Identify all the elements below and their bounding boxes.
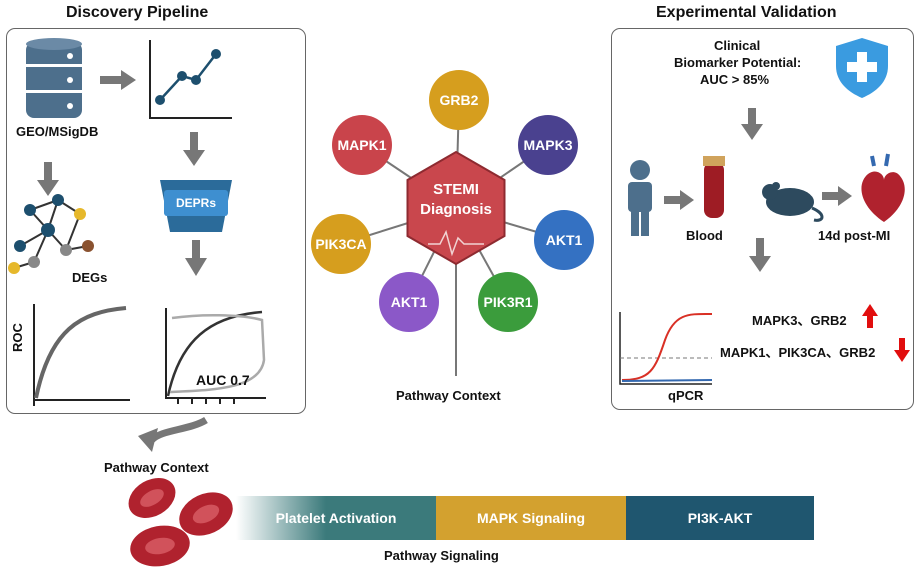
auc-plot bbox=[165, 308, 266, 404]
db-label: GEO/MSigDB bbox=[16, 124, 99, 139]
hub-center-subtitle: Diagnosis bbox=[420, 201, 492, 218]
gene-node bbox=[518, 115, 578, 175]
filter-icon bbox=[160, 180, 232, 232]
arrow-down-icon bbox=[741, 108, 763, 140]
clinical-line-1: Clinical bbox=[714, 38, 761, 53]
mouse-icon bbox=[762, 182, 824, 222]
clinical-line-2: Biomarker Potential: bbox=[674, 55, 802, 70]
validation-title: Experimental Validation bbox=[656, 4, 837, 21]
gene-node bbox=[429, 70, 489, 130]
line-chart-icon bbox=[149, 40, 232, 119]
down-arrow-icon bbox=[894, 338, 910, 362]
arrow-right-icon bbox=[664, 190, 694, 210]
gene-node-label: MAPK1 bbox=[337, 137, 386, 153]
gene-node bbox=[332, 115, 392, 175]
gene-node bbox=[478, 272, 538, 332]
segment-pi3k-akt: PI3K-AKT bbox=[626, 496, 814, 540]
gene-node-label: PIK3CA bbox=[315, 236, 366, 252]
blood-label: Blood bbox=[686, 228, 723, 243]
hub-center-title: STEMI bbox=[433, 181, 479, 198]
hub-caption: Pathway Context bbox=[396, 388, 501, 403]
hub-center-hexagon bbox=[406, 150, 506, 266]
curved-arrow-icon bbox=[138, 416, 208, 452]
blood-tube-icon bbox=[703, 156, 725, 218]
arrow-right-icon bbox=[822, 186, 852, 206]
gene-node-label: GRB2 bbox=[440, 92, 479, 108]
arrow-down-icon bbox=[183, 132, 205, 166]
pathway-caption: Pathway Signaling bbox=[384, 548, 499, 563]
gene-node-label: AKT1 bbox=[546, 232, 583, 248]
person-icon bbox=[628, 160, 652, 236]
gene-node-label: MAPK3 bbox=[523, 137, 572, 153]
ecg-trace bbox=[428, 229, 484, 257]
arrow-down-icon bbox=[749, 238, 771, 272]
up-arrow-icon bbox=[862, 304, 878, 328]
filter-label: DEPRs bbox=[176, 196, 217, 210]
segment-mapk-signaling: MAPK Signaling bbox=[436, 496, 626, 540]
clinical-line-3: AUC > 85% bbox=[700, 72, 769, 87]
discovery-title: Discovery Pipeline bbox=[66, 4, 209, 21]
degs-label: DEGs bbox=[72, 270, 108, 285]
auc-label: AUC 0.7 bbox=[196, 372, 250, 388]
up-genes-label: MAPK3、GRB2 bbox=[752, 313, 847, 328]
context-label: Pathway Context bbox=[104, 460, 209, 475]
gene-node bbox=[311, 214, 371, 274]
database-icon bbox=[26, 38, 82, 118]
gene-node bbox=[379, 272, 439, 332]
arrow-down-icon bbox=[185, 240, 207, 276]
down-genes-label: MAPK1、PIK3CA、GRB2 bbox=[720, 345, 876, 360]
roc-plot bbox=[33, 304, 130, 406]
gene-node-label: AKT1 bbox=[391, 294, 428, 310]
qpcr-plot bbox=[619, 312, 713, 385]
shield-cross-icon bbox=[836, 38, 888, 98]
arrow-right-icon bbox=[100, 70, 136, 90]
arrow-down-icon bbox=[37, 162, 59, 196]
gene-node-label: PIK3R1 bbox=[483, 294, 532, 310]
qpcr-label: qPCR bbox=[668, 388, 704, 403]
segment-platelet-activation: Platelet Activation bbox=[236, 496, 436, 540]
red-blood-cells-icon bbox=[128, 478, 233, 567]
gene-node bbox=[534, 210, 594, 270]
mi-label: 14d post-MI bbox=[818, 228, 891, 243]
heart-icon bbox=[861, 153, 905, 222]
